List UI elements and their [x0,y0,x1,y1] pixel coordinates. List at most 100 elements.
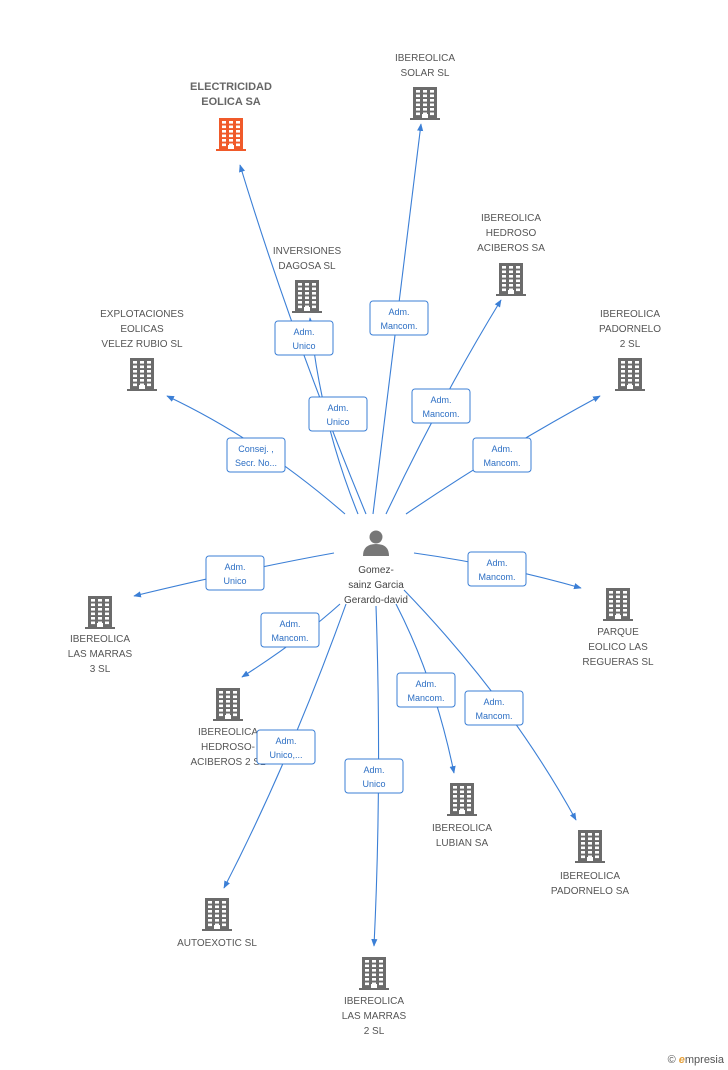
company-label: 3 SL [90,664,111,675]
copyright-symbol: © [667,1054,676,1066]
relations-layer: Adm.UnicoAdm.UnicoAdm.Mancom.Adm.Mancom.… [205,300,532,794]
relation-text: Adm. [486,558,507,568]
building-icon[interactable] [359,957,389,990]
company-node-ibereolica-padornelo-2[interactable]: IBEREOLICA PADORNELO 2 SL [599,309,661,391]
company-node-inversiones-dagosa[interactable]: INVERSIONES DAGOSA SL [273,246,342,313]
relation-label-ibereolica-hedroso-aciberos-2[interactable]: Adm.Mancom. [260,612,320,648]
person-icon [363,530,389,556]
building-icon[interactable] [202,898,232,931]
company-label: 2 SL [620,339,641,350]
company-label: HEDROSO- [201,742,255,753]
company-label: LAS MARRAS [342,1011,407,1022]
building-icon[interactable] [127,358,157,391]
company-node-parque-eolico-regueras[interactable]: PARQUE EOLICO LAS REGUERAS SL [582,588,654,668]
relation-label-ibereolica-solar[interactable]: Adm. Mancom. [369,300,429,336]
relation-text: Mancom. [422,409,459,419]
building-icon[interactable] [575,830,605,863]
company-label: IBEREOLICA [432,823,492,834]
company-node-ibereolica-solar[interactable]: IBEREOLICA SOLAR SL [395,53,455,120]
relation-label-ibereolica-padornelo-2[interactable]: Adm. Mancom. [472,437,532,473]
relation-text: Consej. , [238,444,274,454]
company-label: PARQUE [597,627,639,638]
company-label: IBEREOLICA [344,996,404,1007]
brand-initial: e [678,1054,685,1066]
building-icon[interactable] [496,263,526,296]
company-label: IBEREOLICA [560,871,620,882]
relation-text: Unico [223,576,246,586]
relation-text: Unico [362,779,385,789]
company-label: REGUERAS SL [582,657,654,668]
relation-text: Adm. [388,307,409,317]
building-icon[interactable] [213,688,243,721]
relation-text: Secr. No... [235,458,277,468]
relation-label-explotaciones-eolicas[interactable]: Consej. , Secr. No... [226,437,286,473]
relation-text: Mancom. [380,321,417,331]
person-name: sainz Garcia [348,580,404,591]
relation-label-inversiones-dagosa[interactable]: Adm. Unico [274,320,334,356]
relation-label-autoexotic[interactable]: Adm. Unico,... [256,729,316,765]
relation-text: Mancom. [271,633,308,643]
company-label: IBEREOLICA [600,309,660,320]
company-label: INVERSIONES [273,246,342,257]
company-label: ACIBEROS 2 SL [190,757,265,768]
relation-text: Adm. [293,327,314,337]
relation-label-ibereolica-padornelo[interactable]: Adm. Mancom. [464,690,524,726]
building-icon[interactable] [410,87,440,120]
company-label: SOLAR SL [401,68,450,79]
relation-text: Adm. [275,736,296,746]
relation-text: Adm. [327,403,348,413]
relation-label-parque-eolico-regueras[interactable]: Adm. Mancom. [467,551,527,587]
relation-text: Unico,... [269,750,302,760]
building-icon[interactable] [447,783,477,816]
relation-text: Adm. [483,697,504,707]
relation-text: Unico [292,341,315,351]
company-node-ibereolica-las-marras-3[interactable]: IBEREOLICA LAS MARRAS 3 SL [68,596,133,675]
person-name: Gerardo-david [344,595,408,606]
company-label: AUTOEXOTIC SL [177,938,257,949]
company-label: EOLICA SA [201,96,261,108]
brand-name: mpresia [684,1054,724,1066]
company-label: IBEREOLICA [70,634,130,645]
company-label: VELEZ RUBIO SL [101,339,183,350]
company-label: LAS MARRAS [68,649,133,660]
company-label: IBEREOLICA [395,53,455,64]
building-icon[interactable] [292,280,322,313]
company-label: EOLICO LAS [588,642,648,653]
company-label: 2 SL [364,1026,385,1037]
relation-text: Mancom. [483,458,520,468]
relation-text: Mancom. [407,693,444,703]
company-label: IBEREOLICA [481,213,541,224]
relation-text: Adm. [363,765,384,775]
relation-text: Adm. [491,444,512,454]
relation-label-ibereolica-hedroso-aciberos[interactable]: Adm.Mancom. [411,388,471,424]
relation-label-ibereolica-las-marras-2[interactable]: Adm. Unico [344,758,404,794]
company-node-ibereolica-lubian[interactable]: IBEREOLICA LUBIAN SA [432,783,492,849]
company-label: LUBIAN SA [436,838,489,849]
relation-text: Adm. [415,679,436,689]
relation-text: Unico [326,417,349,427]
company-node-ibereolica-las-marras-2[interactable]: IBEREOLICA LAS MARRAS 2 SL [342,957,407,1037]
relation-label-ibereolica-las-marras-3[interactable]: Adm.Unico [205,555,265,591]
company-node-ibereolica-hedroso-aciberos-2[interactable]: IBEREOLICA HEDROSO- ACIBEROS 2 SL [190,688,266,768]
company-node-autoexotic[interactable]: AUTOEXOTIC SL [177,898,257,949]
relation-label-ibereolica-lubian[interactable]: Adm. Mancom. [396,672,456,708]
empresia-watermark[interactable]: © empresia [668,1054,724,1066]
company-label: DAGOSA SL [278,261,336,272]
relation-text: Mancom. [475,711,512,721]
company-label: EXPLOTACIONES [100,309,184,320]
building-icon[interactable] [85,596,115,629]
relation-text: Mancom. [478,572,515,582]
relation-label-electricidad-eolica[interactable]: Adm. Unico [308,396,368,432]
company-label: IBEREOLICA [198,727,258,738]
building-icon[interactable] [216,118,246,151]
company-label: PADORNELO [599,324,661,335]
building-icon[interactable] [615,358,645,391]
building-icon[interactable] [603,588,633,621]
